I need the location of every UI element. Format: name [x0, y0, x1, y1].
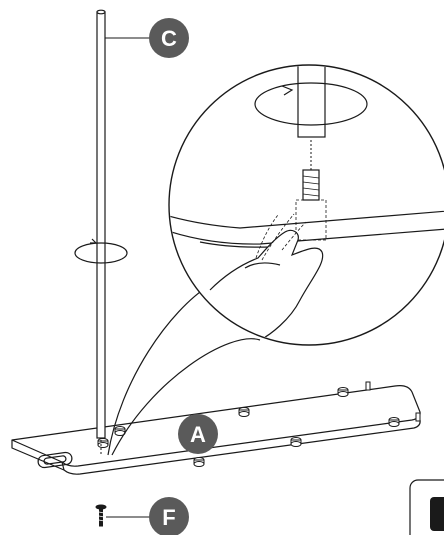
- foot-3: [193, 457, 205, 467]
- foot-6: [337, 387, 349, 397]
- peg-1: [365, 381, 371, 391]
- label-a-badge: A: [178, 414, 218, 454]
- rod: [96, 9, 106, 439]
- peg-2: [415, 412, 421, 422]
- foot-7: [388, 417, 400, 427]
- screw: [95, 504, 107, 527]
- partial-corner-box: [409, 479, 444, 535]
- label-a: A: [190, 422, 206, 447]
- foot-2: [114, 426, 126, 436]
- label-c: C: [161, 26, 177, 51]
- label-c-badge: C: [149, 18, 189, 58]
- label-f-badge: F: [149, 497, 189, 535]
- foot-5: [290, 437, 302, 447]
- rotate-arrow-icon: [74, 238, 128, 264]
- label-f: F: [162, 505, 175, 530]
- zoom-connector: [107, 284, 261, 456]
- foot-1: [97, 438, 109, 448]
- base-feet: [97, 381, 421, 467]
- foot-4: [238, 407, 250, 417]
- detail-circle: [168, 64, 444, 346]
